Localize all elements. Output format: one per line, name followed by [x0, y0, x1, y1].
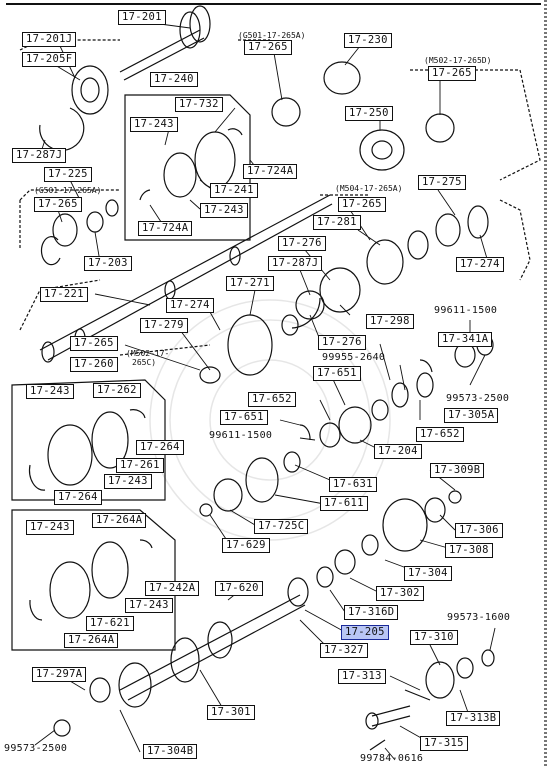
- part-note: (G501-17-265A): [238, 31, 306, 40]
- part-label-selected[interactable]: 17-205: [341, 625, 389, 640]
- part-label[interactable]: 17-225: [44, 167, 92, 182]
- part-number[interactable]: 99573-1600: [447, 612, 511, 623]
- part-label[interactable]: 17-310: [410, 630, 458, 645]
- part-label[interactable]: 17-204: [374, 444, 422, 459]
- part-note: (M502-17-: [126, 349, 170, 358]
- part-label[interactable]: 17-265: [428, 66, 476, 81]
- part-label[interactable]: 17-242A: [145, 581, 200, 596]
- part-label[interactable]: 17-243: [26, 520, 74, 535]
- gears: [47, 61, 495, 737]
- part-label[interactable]: 17-725C: [254, 519, 309, 534]
- part-label[interactable]: 17-250: [345, 106, 393, 121]
- part-label[interactable]: 17-241: [210, 183, 258, 198]
- part-label[interactable]: 17-264A: [64, 633, 119, 648]
- part-label[interactable]: 17-230: [344, 33, 392, 48]
- part-label[interactable]: 17-621: [86, 616, 134, 631]
- part-label[interactable]: 17-274: [456, 257, 504, 272]
- input-shaft: [119, 5, 211, 81]
- part-number[interactable]: 99573-2500: [446, 393, 510, 404]
- part-label[interactable]: 17-327: [320, 643, 368, 658]
- part-number[interactable]: 99955-2640: [322, 352, 386, 363]
- part-label[interactable]: 17-243: [130, 117, 178, 132]
- part-label[interactable]: 17-262: [93, 383, 141, 398]
- part-label[interactable]: 17-302: [376, 586, 424, 601]
- part-note: (G501-17-265A): [34, 186, 102, 195]
- page-edge: [544, 0, 547, 768]
- part-label[interactable]: 17-276: [278, 236, 326, 251]
- part-label[interactable]: 17-287J: [268, 256, 323, 271]
- part-label[interactable]: 17-274: [166, 298, 214, 313]
- part-label[interactable]: 17-341A: [438, 332, 493, 347]
- part-label[interactable]: 17-240: [150, 72, 198, 87]
- part-label[interactable]: 17-304: [404, 566, 452, 581]
- part-label[interactable]: 17-732: [175, 97, 223, 112]
- part-label[interactable]: 17-275: [418, 175, 466, 190]
- part-label[interactable]: 17-631: [329, 477, 377, 492]
- part-number[interactable]: 99573-2500: [4, 743, 68, 754]
- part-label[interactable]: 17-724A: [243, 164, 298, 179]
- part-label[interactable]: 17-611: [320, 496, 368, 511]
- part-label[interactable]: 17-298: [366, 314, 414, 329]
- part-number[interactable]: 99784-0616: [360, 753, 424, 764]
- part-label[interactable]: 17-264: [54, 490, 102, 505]
- part-label[interactable]: 17-301: [207, 705, 255, 720]
- part-label[interactable]: 17-265: [338, 197, 386, 212]
- part-label[interactable]: 17-271: [226, 276, 274, 291]
- top-rule: [6, 3, 541, 5]
- part-label[interactable]: 17-308: [445, 543, 493, 558]
- part-label[interactable]: 17-243: [26, 384, 74, 399]
- part-label[interactable]: 17-287J: [12, 148, 67, 163]
- part-label[interactable]: 17-652: [416, 427, 464, 442]
- part-label[interactable]: 17-279: [140, 318, 188, 333]
- part-label[interactable]: 17-265: [70, 336, 118, 351]
- part-label[interactable]: 17-265: [34, 197, 82, 212]
- part-label[interactable]: 17-313: [338, 669, 386, 684]
- part-label[interactable]: 17-629: [222, 538, 270, 553]
- part-label[interactable]: 17-221: [40, 287, 88, 302]
- part-label[interactable]: 17-724A: [138, 221, 193, 236]
- snap-rings: [28, 107, 433, 621]
- part-label[interactable]: 17-315: [420, 736, 468, 751]
- part-label[interactable]: 17-651: [313, 366, 361, 381]
- part-label[interactable]: 17-203: [84, 256, 132, 271]
- part-label[interactable]: 17-264A: [92, 513, 147, 528]
- part-label[interactable]: 17-261: [116, 458, 164, 473]
- part-label[interactable]: 17-316D: [344, 605, 399, 620]
- part-label[interactable]: 17-260: [70, 357, 118, 372]
- part-label[interactable]: 17-243: [200, 203, 248, 218]
- part-label[interactable]: 17-297A: [32, 667, 87, 682]
- part-label[interactable]: 17-305A: [444, 408, 499, 423]
- part-note: (M502-17-265D): [424, 56, 492, 65]
- shift-fork: [365, 689, 431, 751]
- part-label[interactable]: 17-620: [215, 581, 263, 596]
- part-label[interactable]: 17-201: [118, 10, 166, 25]
- part-label[interactable]: 17-306: [455, 523, 503, 538]
- part-label[interactable]: 17-304B: [143, 744, 198, 759]
- part-note: 265C): [132, 358, 157, 367]
- part-label[interactable]: 17-243: [125, 598, 173, 613]
- part-label[interactable]: 17-265: [244, 40, 292, 55]
- part-label[interactable]: 17-201J: [22, 32, 77, 47]
- part-number[interactable]: 99611-1500: [434, 305, 498, 316]
- part-label[interactable]: 17-313B: [446, 711, 501, 726]
- part-label[interactable]: 17-205F: [22, 52, 77, 67]
- part-label[interactable]: 17-651: [220, 410, 268, 425]
- part-label[interactable]: 17-276: [318, 335, 366, 350]
- part-note: (M504-17-265A): [335, 184, 403, 193]
- part-label[interactable]: 17-652: [248, 392, 296, 407]
- part-label[interactable]: 17-243: [104, 474, 152, 489]
- part-label[interactable]: 17-309B: [430, 463, 485, 478]
- part-label[interactable]: 17-281: [313, 215, 361, 230]
- counter-shaft: [118, 594, 306, 708]
- part-label[interactable]: 17-264: [136, 440, 184, 455]
- part-number[interactable]: 99611-1500: [209, 430, 273, 441]
